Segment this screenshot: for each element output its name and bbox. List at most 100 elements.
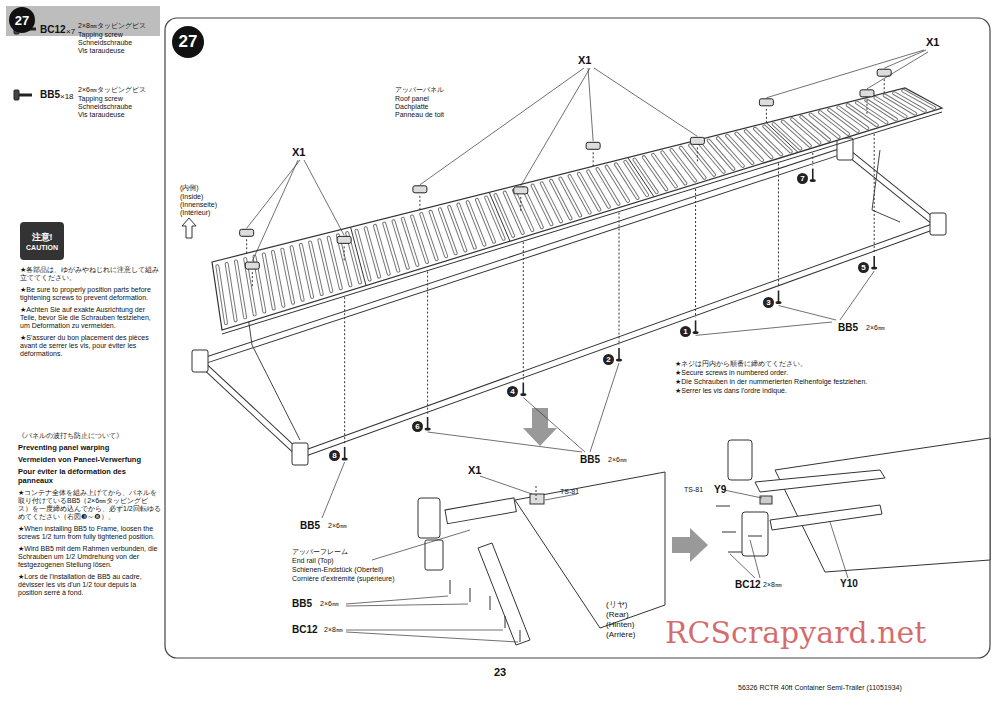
label: ★各部品は、ゆがみやねじれに注意して組み立ててください。 (20, 266, 162, 282)
label: Schienen-Endstück (Oberteil) (292, 566, 383, 574)
screw-head (693, 331, 699, 334)
label: (Rear) (606, 610, 629, 619)
label: Pour éviter la déformation des panneaux (18, 468, 162, 485)
step-arrow (672, 528, 708, 562)
x1-clip (240, 229, 254, 236)
label: ★Serrer les vis dans l'ordre indiqué. (675, 387, 787, 395)
caution-badge: 注意!CAUTION (20, 222, 64, 260)
label: End rail (Top) (292, 557, 334, 565)
label: ×18 (60, 92, 74, 101)
x1-clip (690, 137, 704, 144)
corner-post (292, 443, 308, 465)
detail-screws (716, 506, 762, 552)
label: Cornière d'extrémité (supérieure) (292, 575, 395, 583)
label: ×7 (66, 27, 75, 36)
label: ★Be sure to properly position parts befo… (20, 286, 162, 302)
label: Vis taraudeuse (78, 111, 125, 119)
part-code: X1 (578, 54, 591, 67)
clip-guide (246, 237, 247, 253)
screw-icons (14, 24, 36, 100)
part-code: BC12 (40, 24, 66, 36)
screw (344, 447, 346, 459)
callout-number: 8 (329, 450, 340, 461)
screw-guide (874, 134, 875, 253)
step-arrow (523, 408, 557, 446)
label: Schneidschraube (78, 103, 132, 111)
screw-guide (427, 272, 428, 414)
label: (Innenseite) (180, 201, 217, 209)
x1-clip (245, 262, 259, 269)
label: Panneau de toit (395, 111, 444, 119)
part-code: X1 (926, 36, 939, 49)
label: Tapping screw (78, 31, 123, 39)
node-text: CAUTION (26, 244, 58, 251)
label: 2×6㎜ (608, 456, 627, 464)
label: 2×8㎜ (763, 581, 782, 589)
part-code: X1 (468, 464, 481, 477)
corner-post (930, 213, 946, 235)
leader-line (428, 432, 582, 452)
leader-line (420, 68, 584, 185)
label: 《パネルの波打ち防止について》 (18, 432, 162, 440)
screw-head (871, 267, 877, 270)
label: 2×6㎜ (328, 522, 347, 530)
clip-guide (766, 107, 767, 123)
leader-line (590, 363, 619, 452)
label: (リヤ) (606, 600, 627, 609)
leader-line (252, 160, 298, 261)
leader-line (523, 398, 585, 453)
leader-line (840, 271, 874, 320)
label: (Intérieur) (180, 209, 210, 217)
screw-guide (812, 153, 813, 166)
part-code: BB5 (300, 520, 320, 532)
screw-guide (523, 242, 524, 379)
frame-rail (845, 150, 938, 225)
part-code: BC12 (735, 579, 761, 591)
screw (812, 169, 814, 181)
label: ★Wird BB5 mit dem Rahmen verbunden, die … (18, 545, 162, 569)
label: Roof panel (395, 95, 429, 103)
node-text: 27 (15, 13, 29, 28)
callout-number: 2 (603, 354, 614, 365)
label: 2×6㎜タッピングビス (78, 86, 146, 94)
frame-rail (200, 362, 300, 455)
panel-slats (217, 91, 934, 323)
label: ★Lors de l'installation de BB5 au cadre,… (18, 573, 162, 597)
panel-seam (489, 192, 510, 241)
clip-guide (866, 98, 867, 114)
label: (内側) (180, 184, 199, 192)
detail-rear-left (418, 472, 665, 645)
screw-guide (619, 213, 620, 345)
part-code: Y10 (840, 578, 858, 590)
label: 56326 RCTR 40ft Container Semi-Trailer (… (738, 684, 902, 692)
callout-number: 7 (797, 173, 808, 184)
callout-number: 3 (763, 297, 774, 308)
screw-head (342, 457, 348, 460)
label: ★Secure screws in numbered order. (675, 369, 788, 377)
label: Vis taraudeuse (78, 47, 125, 55)
label: ★S'assurer du bon placement des pièces a… (20, 334, 162, 358)
screw (873, 256, 875, 268)
label: (Inside) (180, 193, 203, 201)
detail-rear-right (728, 438, 990, 572)
roof-panel (212, 88, 942, 330)
screw-head (810, 179, 816, 182)
part-code: BB5 (40, 89, 60, 101)
inside-arrow (182, 218, 196, 238)
leader-line (521, 68, 590, 186)
screw-head (425, 428, 431, 431)
label: Schneidschraube (78, 39, 132, 47)
label: 23 (494, 666, 506, 679)
corner-post (192, 350, 208, 372)
frame-rail (200, 362, 300, 455)
label: Preventing panel warping (18, 444, 162, 453)
panel-seam (351, 227, 366, 285)
screw-guide (344, 297, 345, 444)
watermark: RCScrapyard.net (665, 616, 926, 651)
clip-guide (520, 195, 521, 211)
part-code: BB5 (292, 598, 312, 610)
leader-line (696, 322, 832, 335)
label: ★コンテナ全体を組み上げてから、パネルを取り付けているBB5（2×6㎜タッピング… (18, 489, 162, 521)
frame-rail (845, 150, 938, 225)
